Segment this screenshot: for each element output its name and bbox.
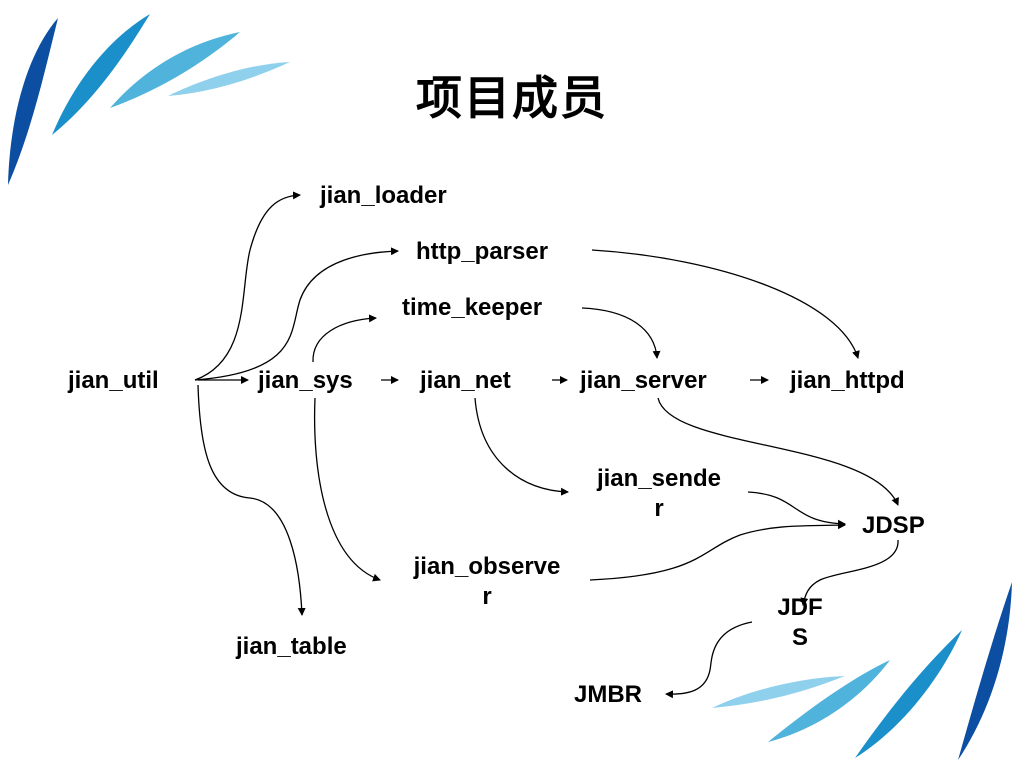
- node-jian-net: jian_net: [420, 367, 511, 394]
- node-jdfs-line1: JDF: [777, 594, 823, 621]
- edge-server-jdsp: [657, 397, 899, 506]
- leaf-light-blue: [768, 660, 890, 742]
- node-jdfs-line2: S: [791, 624, 808, 651]
- node-time-keeper: time_keeper: [402, 294, 543, 321]
- leaf-dark-blue: [958, 582, 1012, 760]
- edge-util-table: [197, 384, 306, 616]
- node-jian-observer-line2: r: [482, 583, 492, 610]
- node-jian-sender: jian_sende r: [578, 464, 740, 524]
- leaf-mid-blue: [855, 630, 962, 758]
- bottom-right-leaves: [712, 582, 1012, 760]
- node-jian-sender-line2: r: [654, 495, 664, 522]
- node-jian-sender-line1: jian_sende: [596, 465, 722, 492]
- page-title: 项目成员: [416, 71, 608, 125]
- edge-sys-observer: [313, 397, 381, 582]
- node-jian-util: jian_util: [68, 367, 159, 394]
- node-jian-server: jian_server: [580, 367, 707, 394]
- leaf-mid-blue: [52, 14, 150, 135]
- node-jian-observer-line1: jian_observe: [413, 553, 561, 580]
- edge-observer-jdsp: [589, 521, 846, 581]
- edge-jdsp-jdfs: [800, 539, 899, 606]
- node-jdfs: JDF S: [764, 593, 836, 653]
- leaf-light-blue: [110, 32, 240, 108]
- leaf-pale-blue: [712, 676, 845, 708]
- edge-net-sender: [474, 397, 569, 496]
- node-jmbr: JMBR: [574, 681, 643, 708]
- node-jian-httpd: jian_httpd: [790, 367, 905, 394]
- edge-sys-timekeeper: [312, 314, 377, 363]
- node-jian-table: jian_table: [236, 633, 347, 660]
- edge-util-httpparser: [194, 247, 399, 381]
- edge-timekeeper-server: [581, 307, 661, 359]
- edge-httpparser-httpd: [591, 249, 860, 359]
- node-jian-observer: jian_observe r: [394, 552, 580, 612]
- node-jdsp: JDSP: [862, 512, 925, 539]
- top-left-leaves: [8, 14, 290, 185]
- node-jian-sys: jian_sys: [258, 367, 353, 394]
- edge-util-loader: [194, 191, 301, 381]
- edge-jdfs-jmbr: [665, 621, 753, 699]
- leaf-dark-blue: [8, 18, 58, 185]
- edge-sender-jdsp: [747, 491, 846, 528]
- leaf-pale-blue: [168, 62, 290, 96]
- node-jian-loader: jian_loader: [320, 182, 447, 209]
- node-http-parser: http_parser: [416, 238, 549, 265]
